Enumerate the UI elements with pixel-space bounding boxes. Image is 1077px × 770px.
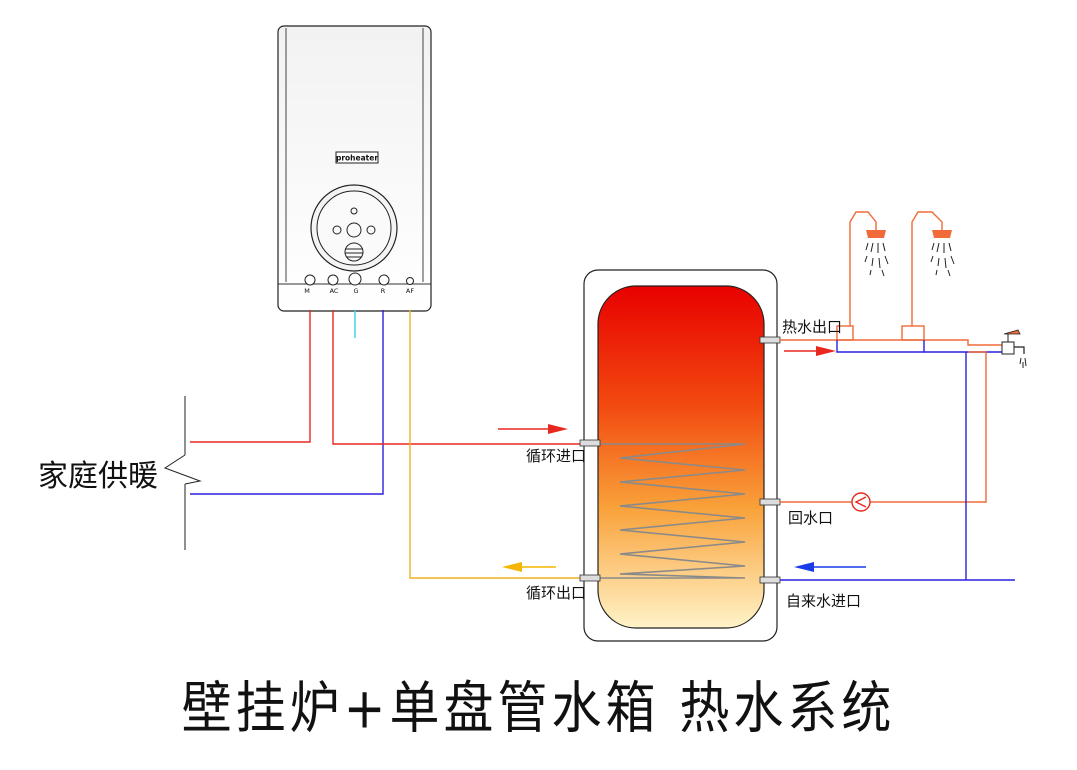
circulation-outlet-label: 循环出口 <box>526 584 586 602</box>
diagram-title: 壁挂炉+单盘管水箱 热水系统 <box>181 676 896 741</box>
cold-branch-pipe <box>836 340 925 353</box>
port-ac-icon <box>327 274 339 286</box>
water-tank <box>579 269 781 642</box>
port-af-icon <box>406 277 414 285</box>
tank-coil <box>590 443 746 579</box>
circulation-inlet-label: 循环进口 <box>526 447 586 465</box>
tap-water-inlet-label: 自来水进口 <box>786 592 861 610</box>
boiler-display-icon <box>344 242 364 262</box>
tank-inner-water <box>597 285 765 629</box>
heating-pipes: 家庭供暖 <box>38 310 384 550</box>
tap-water-arrow-icon <box>794 562 814 572</box>
boiler-knob-center-icon <box>346 222 362 238</box>
boiler-knob-right-icon <box>366 225 376 235</box>
port-m-label: M <box>304 287 310 295</box>
shower2-pipe <box>911 211 943 326</box>
heating-supply-pipe <box>190 310 311 443</box>
faucet-icon <box>1001 329 1027 368</box>
hot-water-system: 热水出口 <box>780 211 1027 368</box>
tap-water-inlet: 自来水进口 <box>780 352 1015 610</box>
boiler-brand-text: proheater <box>336 154 378 163</box>
mixer1-box <box>836 325 854 341</box>
fitting-return <box>759 498 781 506</box>
circulation-out-pipe <box>409 310 584 579</box>
circulation-in-pipe <box>332 310 584 445</box>
return-pipe-right <box>870 351 987 503</box>
shower2-head-icon <box>932 230 952 238</box>
fitting-circ-out <box>579 574 601 582</box>
circulation-in-arrow-icon <box>548 424 568 434</box>
port-m-icon <box>304 274 316 286</box>
wall-boiler: proheater M AC G R AF <box>277 25 432 312</box>
circulation-pipes: 循环进口 循环出口 <box>332 310 586 602</box>
fitting-hot-out <box>759 336 781 344</box>
fitting-circ-in <box>579 439 601 447</box>
port-ac-label: AC <box>330 287 339 295</box>
fitting-tap-in <box>759 576 781 584</box>
return-water-label: 回水口 <box>788 509 833 527</box>
port-r-icon <box>378 274 390 286</box>
pump-arrow-icon <box>854 496 867 508</box>
port-r-label: R <box>381 287 386 295</box>
heating-return-pipe <box>190 310 384 495</box>
port-g-label: G <box>353 287 358 295</box>
mixer2-box <box>901 325 925 341</box>
boiler-indicator-icon <box>350 207 358 215</box>
port-af-label: AF <box>406 287 414 295</box>
boiler-knob-left-icon <box>332 225 342 235</box>
return-loop: 回水口 <box>780 351 987 527</box>
shower1-spray-icon <box>864 242 889 277</box>
hot-water-outlet-label: 热水出口 <box>782 318 842 336</box>
hot-water-arrow-icon <box>816 346 836 356</box>
boiler-brand-plate <box>335 151 379 164</box>
shower2-spray-icon <box>930 242 955 277</box>
port-g-icon <box>348 272 362 286</box>
boiler-panel-inner <box>316 190 392 266</box>
home-heating-label: 家庭供暖 <box>38 459 158 494</box>
shower1-head-icon <box>866 230 886 238</box>
hot-water-main-pipe <box>780 339 1002 346</box>
circulation-out-arrow-icon <box>502 562 522 572</box>
shower1-pipe <box>849 211 877 326</box>
break-zigzag <box>163 454 202 485</box>
